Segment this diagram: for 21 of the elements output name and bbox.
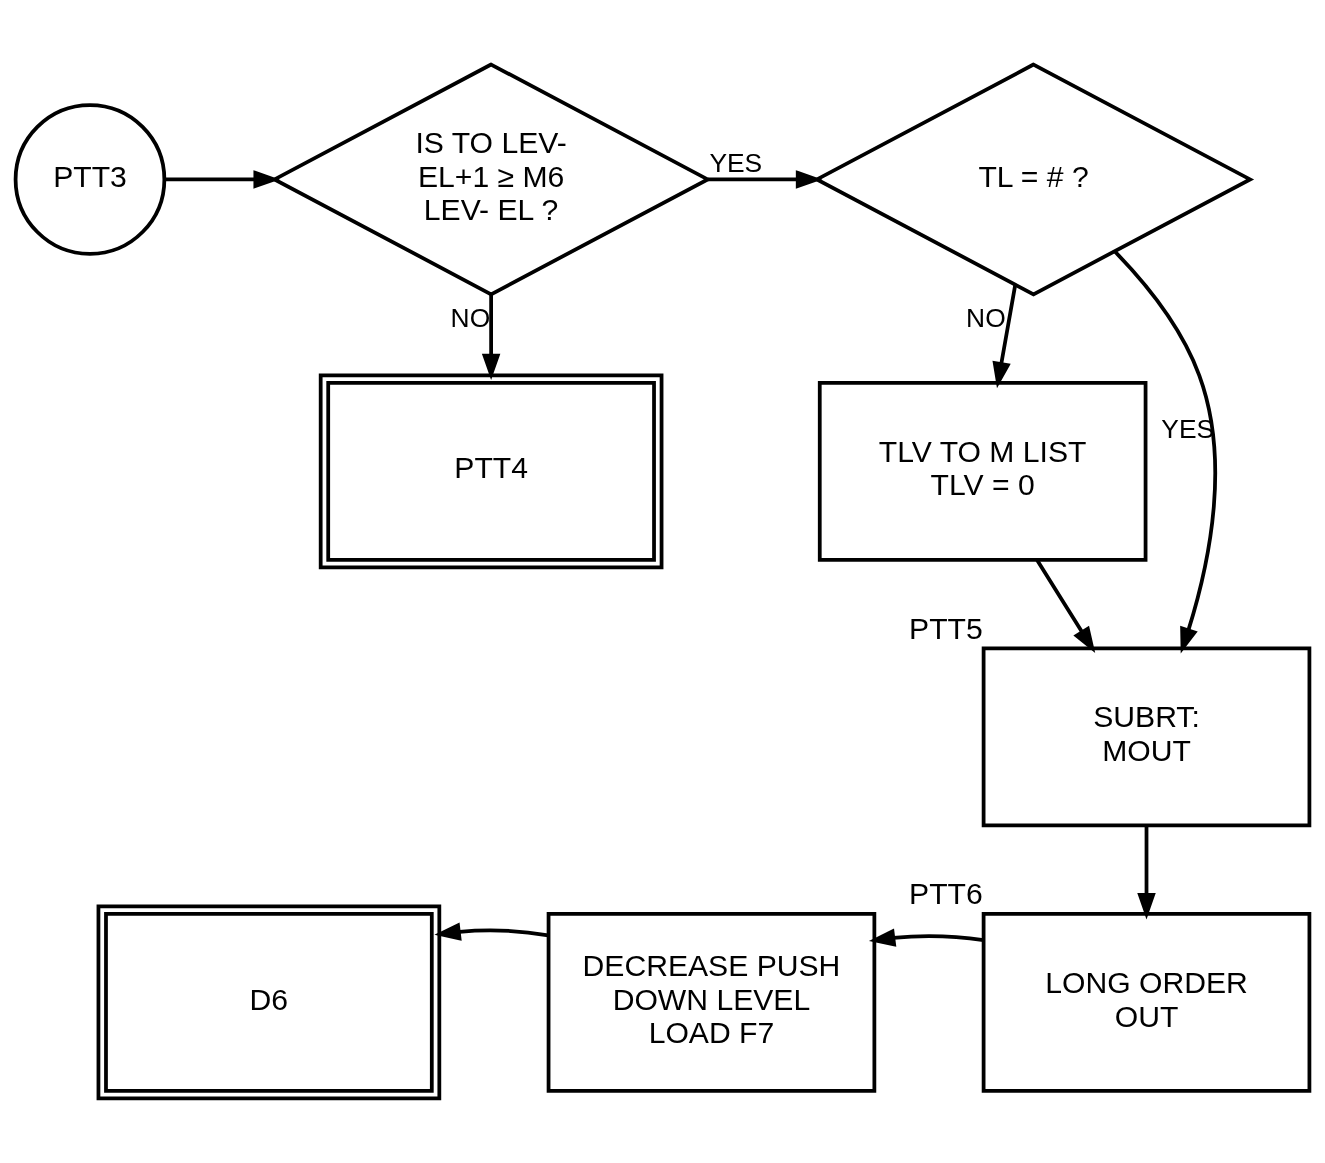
edge-label: NO bbox=[450, 303, 491, 334]
node-box: SUBRT: MOUT bbox=[981, 646, 1312, 828]
node-box: D6 bbox=[96, 904, 442, 1101]
arrow bbox=[481, 294, 501, 381]
edge-label: NO bbox=[966, 302, 1006, 333]
node-circle: PTT3 bbox=[13, 103, 167, 256]
node-label: PTT5 bbox=[909, 611, 983, 645]
node-box: PTT4 bbox=[318, 373, 664, 570]
arrow bbox=[1137, 825, 1156, 920]
arrow bbox=[868, 928, 984, 947]
arrow bbox=[992, 285, 1017, 389]
node-label: PTT6 bbox=[909, 877, 983, 911]
arrow bbox=[1035, 559, 1096, 654]
arrow bbox=[1113, 250, 1217, 654]
arrow bbox=[434, 922, 549, 941]
arrow bbox=[707, 170, 823, 189]
node-box: DECREASE PUSH DOWN LEVEL LOAD F7 bbox=[546, 912, 877, 1093]
edge-label: YES bbox=[709, 148, 763, 179]
node-box: LONG ORDER OUT bbox=[981, 912, 1312, 1093]
node-box: TLV TO M LIST TLV = 0 bbox=[817, 380, 1148, 562]
arrow bbox=[164, 170, 280, 189]
